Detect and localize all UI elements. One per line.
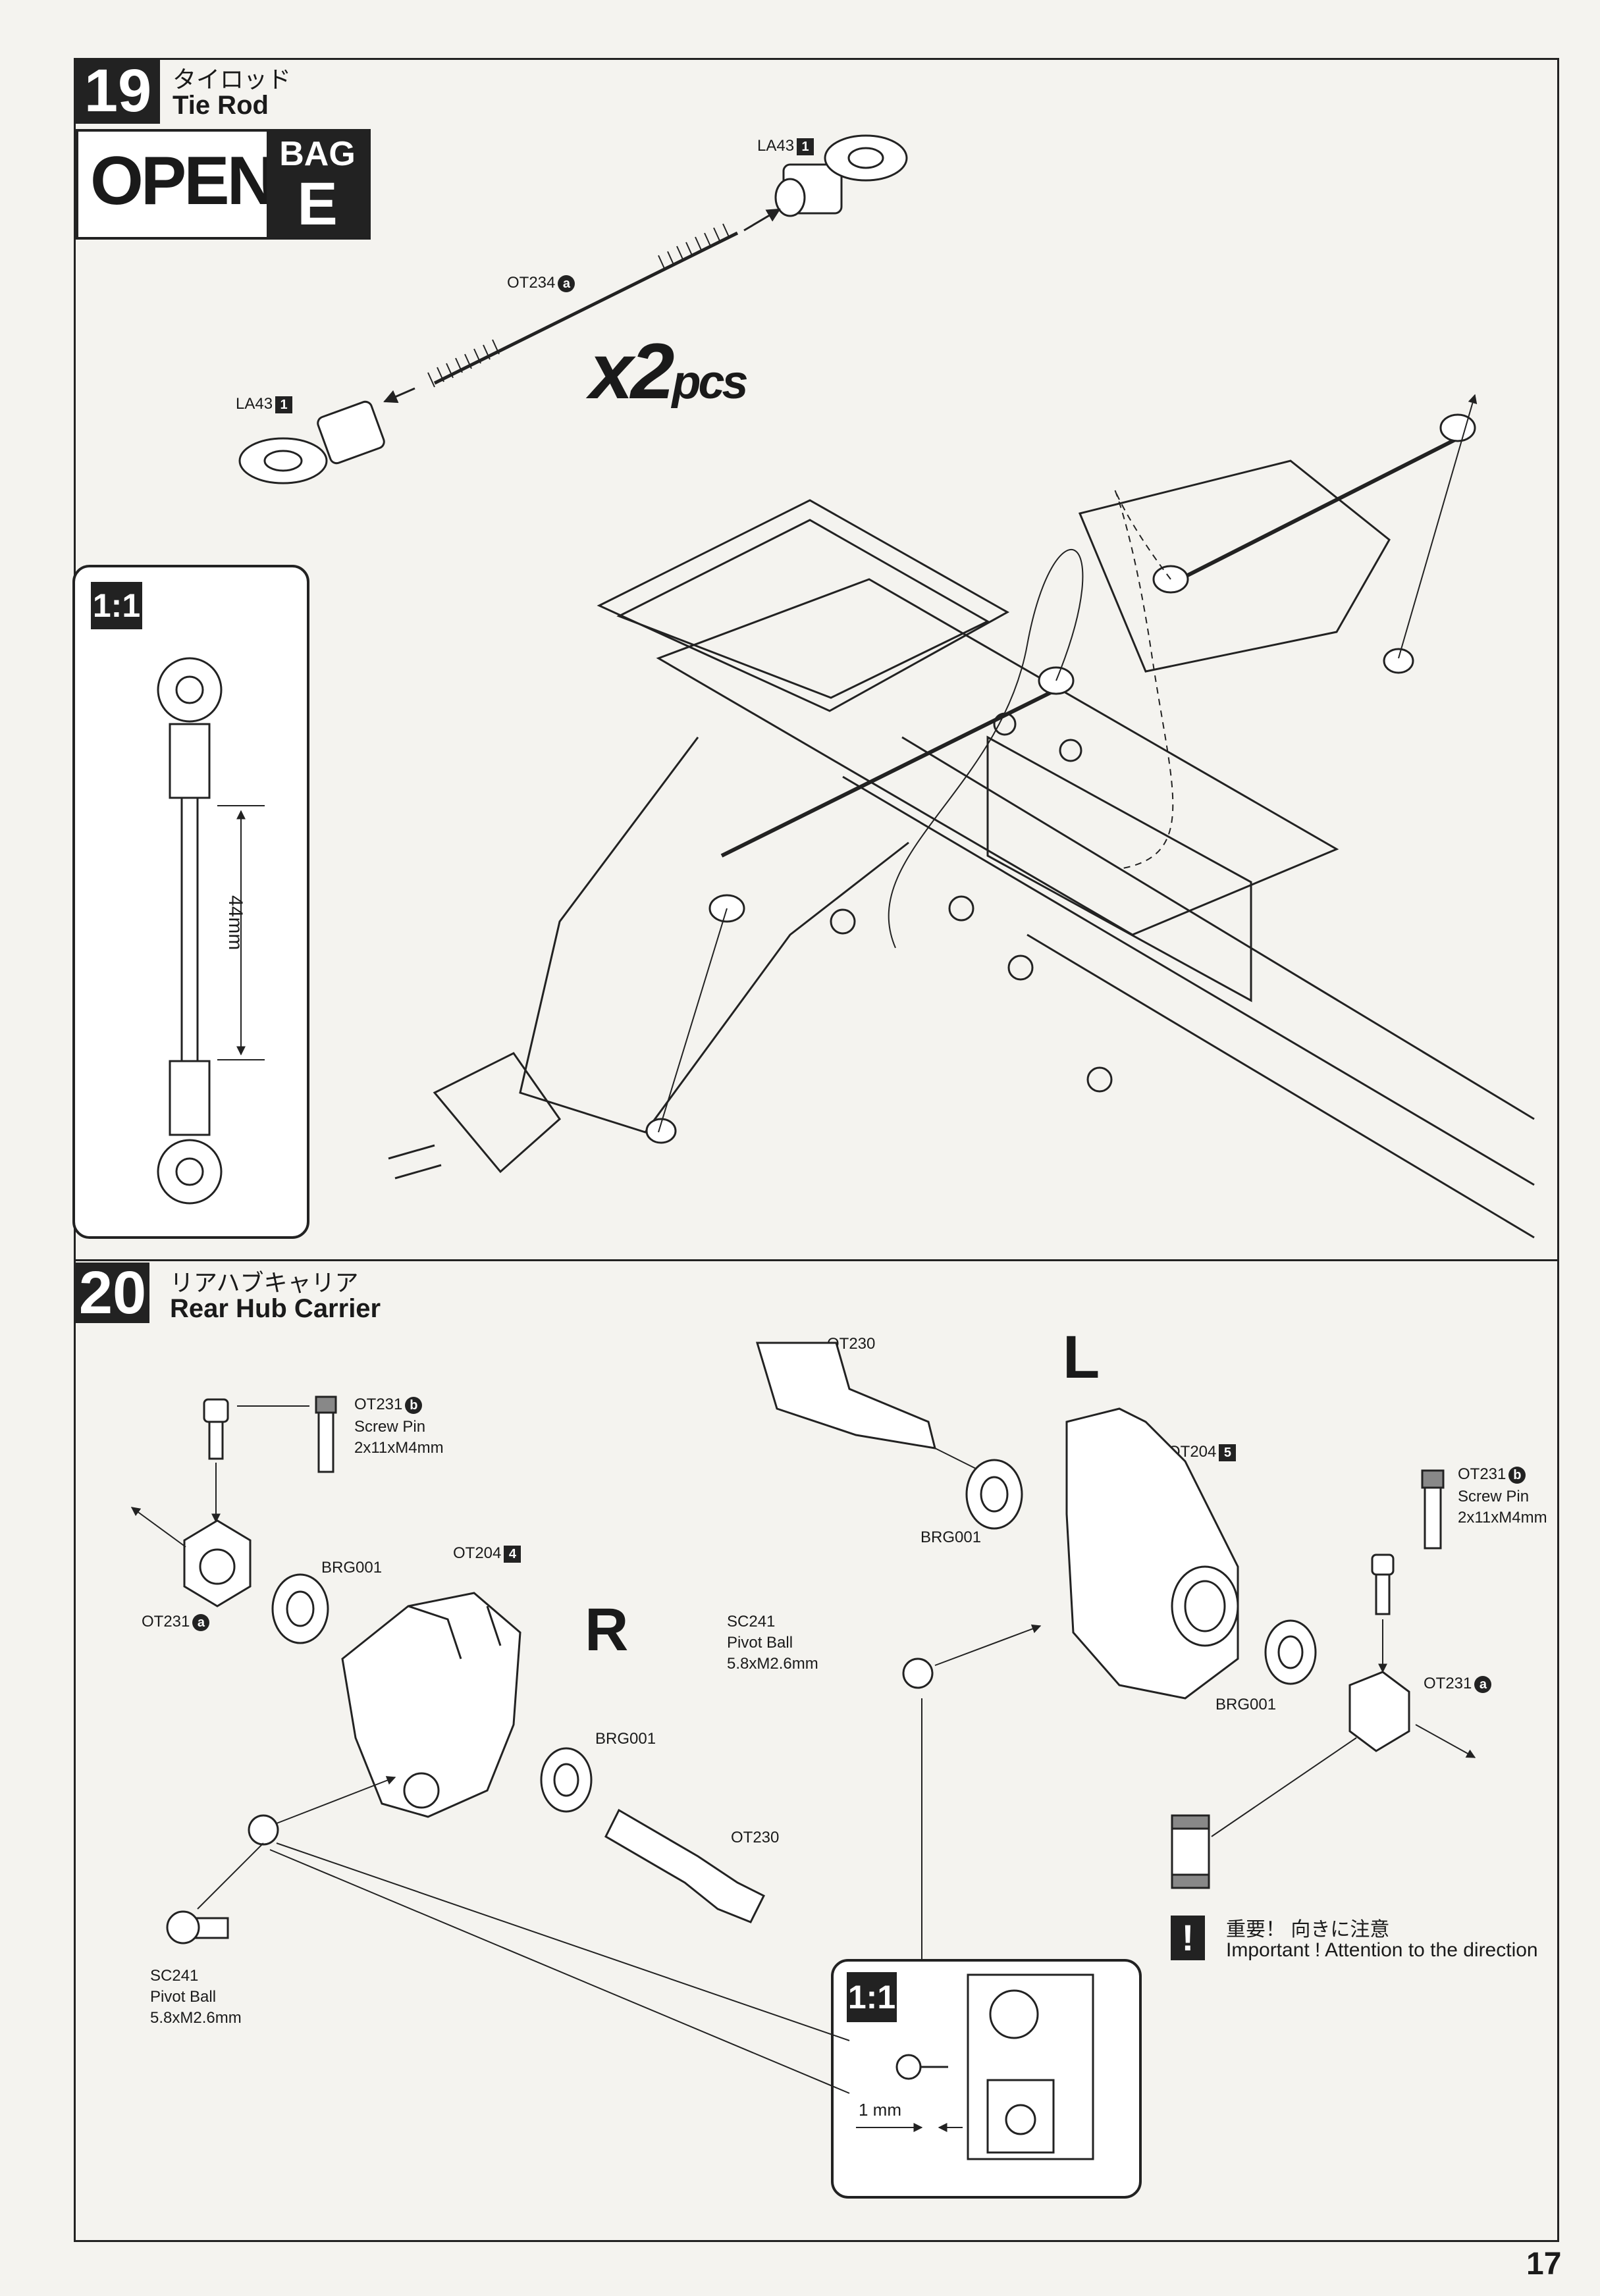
rod-threads-bottom xyxy=(427,339,500,388)
step-19-title-en: Tie Rod xyxy=(173,91,269,120)
side-letter-r: R xyxy=(585,1596,629,1663)
tie-rod-exploded xyxy=(238,134,908,484)
part-sc241-right: SC241 Pivot Ball 5.8xM2.6mm xyxy=(727,1613,818,1673)
tie-rod-full-scale xyxy=(157,657,265,1205)
step-19-title-jp: タイロッド xyxy=(173,66,292,93)
part-brg001-left-b: BRG001 xyxy=(595,1730,656,1748)
part-brg001-right-b: BRG001 xyxy=(1215,1696,1277,1713)
pivot-ball-detail xyxy=(856,1973,1094,2160)
rod-threads-top xyxy=(658,223,730,271)
part-ot230-left: OT230 xyxy=(731,1829,780,1846)
part-brg001-left-a: BRG001 xyxy=(321,1559,383,1577)
page-number: 17 xyxy=(1526,2247,1562,2282)
important-note-jp: 重要！ 向きに注意 xyxy=(1226,1919,1390,1941)
part-sc241-left: SC241 Pivot Ball 5.8xM2.6mm xyxy=(150,1967,242,2027)
important-icon: ! xyxy=(1171,1916,1205,1960)
open-label: OPEN xyxy=(90,143,277,219)
scale-badge-1-1: 1:1 xyxy=(91,582,142,629)
inset-dimension-label: 1 mm xyxy=(859,2100,901,2120)
rod-end-bottom xyxy=(238,400,385,484)
bag-box: BAG E xyxy=(267,132,368,238)
open-bag-badge: OPEN BAG E xyxy=(76,129,371,240)
step-20-number: 20 xyxy=(76,1259,149,1326)
step-20-title-en: Rear Hub Carrier xyxy=(170,1294,381,1323)
rod-end-top xyxy=(774,134,908,217)
rear-hub-right-exploded xyxy=(130,1396,850,2094)
chassis-illustration xyxy=(388,394,1535,1239)
important-note-en: Important ! Attention to the direction xyxy=(1226,1939,1538,1961)
side-letter-l: L xyxy=(1063,1324,1100,1391)
part-ot231b-left-desc: Screw Pin 2x11xM4mm xyxy=(354,1418,444,1457)
section-divider xyxy=(74,1259,1559,1261)
step-20-title-jp: リアハブキャリア xyxy=(170,1269,359,1296)
bag-letter: E xyxy=(297,170,338,238)
bag-label: BAG xyxy=(279,135,356,173)
step-19-number: 19 xyxy=(76,57,160,124)
part-ot231b-right-desc: Screw Pin 2x11xM4mm xyxy=(1458,1488,1547,1526)
part-brg001-right-a: BRG001 xyxy=(920,1528,982,1546)
inset-scale-badge: 1:1 xyxy=(847,1972,897,2022)
quantity-label: x2pcs xyxy=(589,327,749,415)
rear-hub-left-exploded xyxy=(755,1342,1476,1962)
